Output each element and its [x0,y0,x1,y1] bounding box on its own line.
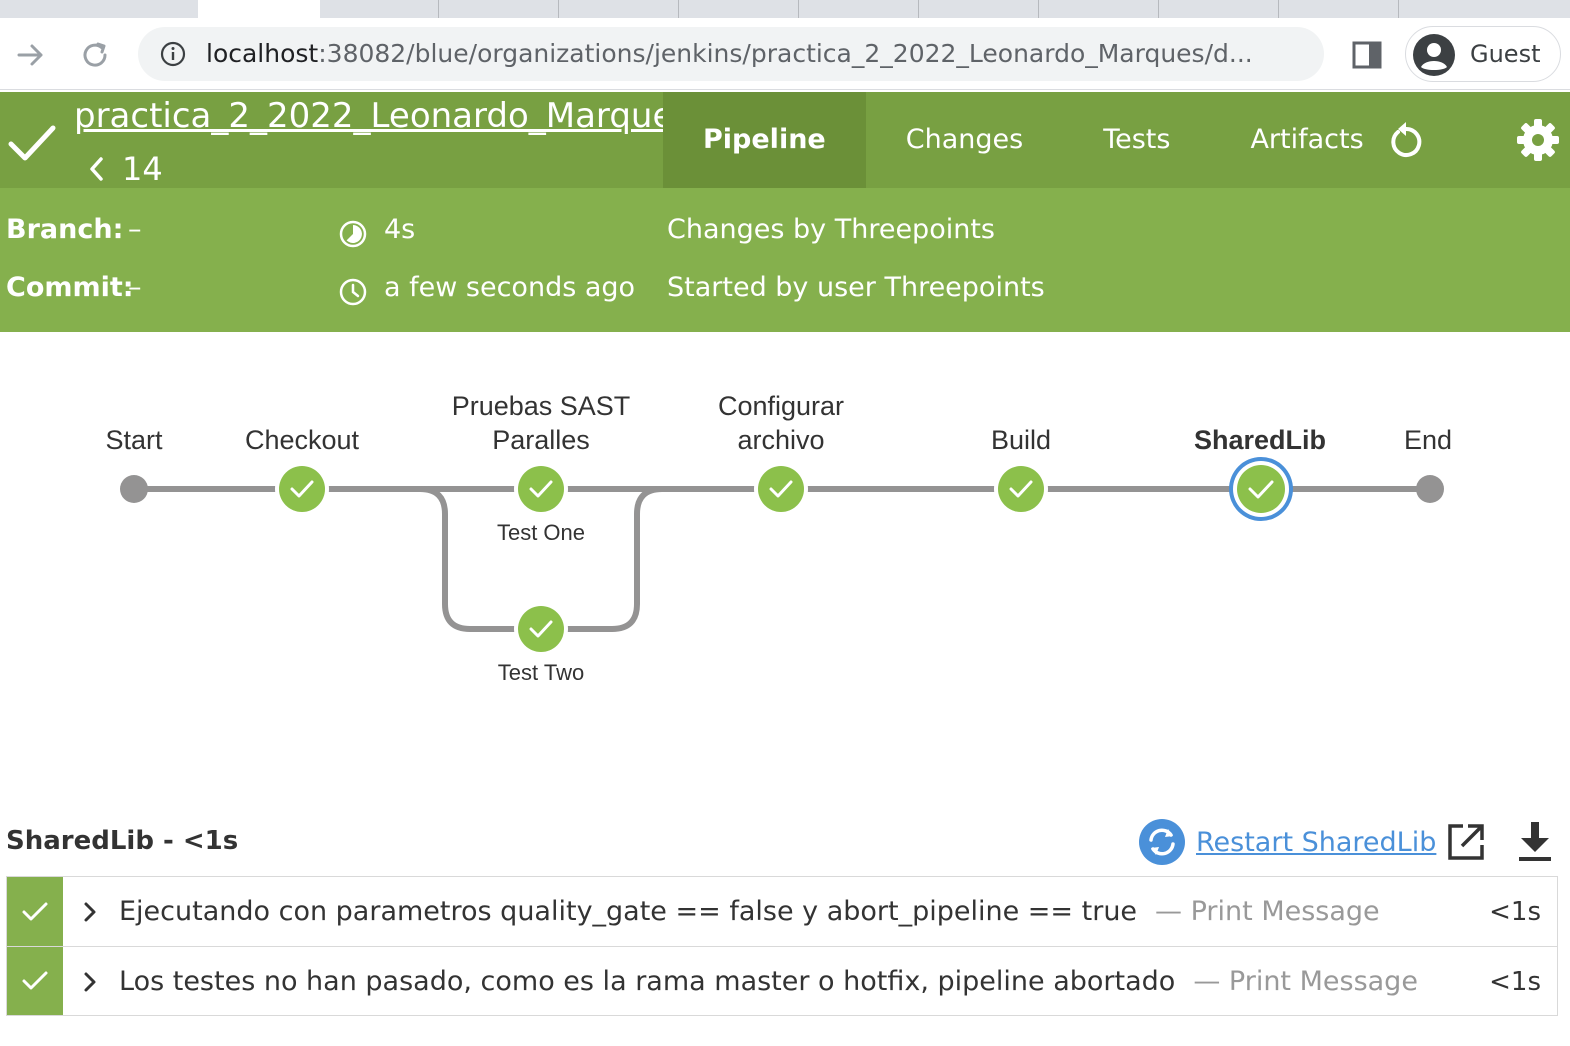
download-icon[interactable] [1516,820,1554,862]
started-by: Started by user Threepoints [667,272,1045,303]
log-step-row[interactable]: Los testes no han pasado, como es la ram… [6,946,1558,1016]
stage-label-sharedlib: SharedLib [1194,425,1326,455]
log-step-type: — Print Message [1193,966,1418,997]
stage-label-sast-line1: Pruebas SAST [452,391,631,421]
tab-changes[interactable]: Changes [905,124,1024,155]
stage-node-test-one[interactable] [514,462,568,516]
start-node [120,475,148,503]
pipeline-graph: Start Checkout Pruebas SAST Paralles Con… [0,332,1570,802]
log-step-message: Ejecutando con parametros quality_gate =… [119,896,1138,927]
arrow-right-icon [17,44,43,66]
log-step-duration: <1s [1489,967,1541,997]
step-title: SharedLib - <1s [6,826,239,856]
stage-node-build[interactable] [994,462,1048,516]
commit-value: – [128,272,142,303]
profile-label: Guest [1470,40,1541,68]
changes-by: Changes by Threepoints [667,214,995,245]
run-metadata [0,188,1570,332]
clock-icon [339,278,367,306]
replay-icon[interactable] [1386,118,1426,162]
step-success-status [7,947,63,1015]
browser-toolbar: localhost:38082/blue/organizations/jenki… [0,18,1570,90]
tab-divider [798,0,799,18]
check-icon [769,480,793,498]
stage-label-start: Start [105,425,163,455]
branch-label-test-two: Test Two [498,660,584,685]
check-icon [22,971,48,990]
tab-divider [1038,0,1039,18]
branch-label-test-one: Test One [497,520,585,545]
url-path: :38082/blue/organizations/jenkins/practi… [318,39,1253,68]
profile-button[interactable]: Guest [1405,26,1561,82]
tab-tests[interactable]: Tests [1103,124,1171,155]
tab-divider [1158,0,1159,18]
check-icon [529,480,553,498]
log-step-type: — Print Message [1155,896,1380,927]
end-node [1416,475,1444,503]
side-panel-icon[interactable] [1352,40,1384,70]
restart-icon [1139,819,1185,865]
chevron-right-icon[interactable] [83,971,97,993]
info-icon[interactable] [160,41,186,67]
duration-icon [339,220,367,248]
stage-node-sharedlib[interactable] [1229,457,1293,521]
check-icon [1248,480,1274,499]
browser-tab-previous[interactable] [0,0,198,18]
url-text[interactable]: localhost:38082/blue/organizations/jenki… [206,27,1306,81]
duration-value: 4s [384,214,416,245]
check-icon [22,902,48,920]
tab-divider [918,0,919,18]
tab-divider [1278,0,1279,18]
browser-tab-active[interactable] [198,0,320,18]
log-step-text: Ejecutando con parametros quality_gate =… [119,877,1380,947]
forward-button[interactable] [14,38,48,72]
browser-tabstrip [0,0,1570,18]
tab-divider [558,0,559,18]
url-host: localhost [206,39,319,68]
stage-node-test-two[interactable] [514,602,568,656]
log-step-row[interactable]: Ejecutando con parametros quality_gate =… [6,876,1558,946]
branch-label: Branch: [6,214,124,245]
chevron-left-icon [90,157,103,181]
step-log-list: Ejecutando con parametros quality_gate =… [6,876,1558,1016]
commit-label: Commit: [6,272,134,303]
address-bar[interactable]: localhost:38082/blue/organizations/jenki… [138,27,1324,81]
step-success-status [7,877,63,946]
pipeline-graph-svg: Start Checkout Pruebas SAST Paralles Con… [105,391,1452,685]
stage-label-build: Build [991,425,1051,455]
started-value: a few seconds ago [384,272,636,303]
stage-label-checkout: Checkout [245,425,360,455]
stage-label-sast-line2: Paralles [492,425,590,455]
open-external-icon[interactable] [1446,822,1486,862]
stage-node-configurar-archivo[interactable] [754,462,808,516]
check-icon [1009,480,1033,498]
check-icon [8,125,56,161]
tab-divider [1398,0,1399,18]
check-icon [529,620,553,638]
run-back-link[interactable]: 14 [88,150,163,188]
restart-stage-button[interactable]: Restart SharedLib [1138,818,1436,866]
tab-divider [438,0,439,18]
reload-icon [83,42,107,67]
check-icon [290,480,314,498]
stage-node-checkout[interactable] [275,462,329,516]
stage-label-end: End [1404,425,1452,455]
stage-label-config-line1: Configurar [718,391,844,421]
tab-artifacts[interactable]: Artifacts [1250,124,1364,155]
run-tabs: Pipeline Changes Tests Artifacts [663,92,1404,188]
log-step-duration: <1s [1489,897,1541,927]
account-circle-icon [1413,34,1455,76]
chevron-right-icon[interactable] [83,901,97,923]
tab-divider [678,0,679,18]
run-number: 14 [122,150,163,188]
log-step-text: Los testes no han pasado, como es la ram… [119,947,1418,1017]
job-name-link[interactable]: practica_2_2022_Leonardo_Marques [74,96,692,136]
stage-label-config-line2: archivo [737,425,824,455]
restart-stage-link[interactable]: Restart SharedLib [1196,826,1437,858]
log-step-message: Los testes no han pasado, como es la ram… [119,966,1176,997]
gear-icon[interactable] [1516,118,1560,162]
tab-pipeline[interactable]: Pipeline [663,92,866,188]
reload-button[interactable] [78,38,112,72]
branch-value: – [128,214,142,245]
